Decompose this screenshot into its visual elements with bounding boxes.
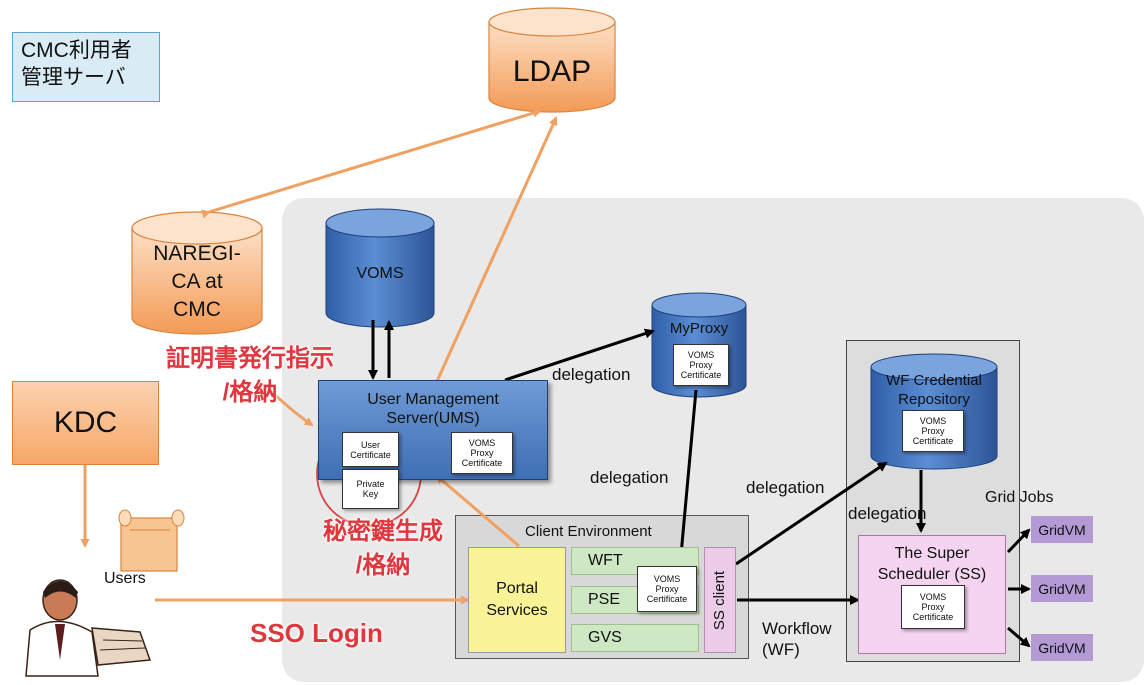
naregi-ca-line1: NAREGI- [153, 242, 241, 265]
gridvm-2: GridVM [1031, 575, 1093, 602]
arrow-client-to-keygen [435, 474, 520, 548]
ums-line2: Server(UMS) [386, 410, 480, 427]
client-proxy-line3: Certificate [646, 594, 688, 604]
portal-services-box: Portal Services [468, 547, 566, 653]
portal-line1: Portal [496, 580, 538, 597]
ums-title: User Management Server(UMS) [319, 390, 547, 428]
workflow-line1: Workflow [762, 619, 832, 638]
ss-voms-proxy-certificate: VOMS Proxy Certificate [901, 585, 965, 629]
naregi-ca-line3: CMC [173, 298, 221, 321]
client-environment-title: Client Environment [525, 523, 652, 540]
ss-client-box: SS client [704, 547, 736, 653]
workflow-label: Workflow (WF) [762, 618, 832, 660]
naregi-ca-label: NAREGI- CA at CMC [132, 240, 262, 324]
ss-proxy-line3: Certificate [912, 612, 954, 622]
wfcr-proxy-line2: Proxy [921, 426, 945, 436]
user-certificate-line2: Certificate [350, 449, 391, 460]
myproxy-proxy-line2: Proxy [689, 360, 713, 370]
delegation-label-ums: delegation [590, 468, 669, 487]
ldap-label: LDAP [512, 55, 592, 88]
myproxy-proxy-line3: Certificate [680, 370, 722, 380]
myproxy-proxy-line1: VOMS [687, 350, 715, 360]
user-person-icon [25, 579, 152, 677]
private-key-gen-line2: /格納 [355, 552, 411, 579]
certificate-issue-annotation: 証明書発行指示 /格納 [140, 342, 360, 410]
arrow-ums-to-myproxy [504, 328, 655, 382]
ldap-database [488, 7, 616, 113]
private-key-generation-annotation: 秘密鍵生成 /格納 [298, 515, 468, 583]
users-scroll-icon [118, 509, 185, 572]
voms-label: VOMS [356, 265, 404, 282]
ss-line2: Scheduler (SS) [877, 566, 987, 583]
client-voms-proxy-certificate: VOMS Proxy Certificate [637, 566, 697, 612]
ums-proxy-line1: VOMS [468, 438, 496, 448]
wf-credential-repository-label: WF Credential Repository [871, 371, 997, 409]
users-label: Users [104, 570, 146, 587]
black-arrows [368, 320, 1031, 648]
delegation-label-myproxy: delegation [552, 365, 631, 384]
wfcr-proxy-line3: Certificate [912, 436, 954, 446]
cmc-box-line1: CMC利用者 [21, 39, 132, 62]
arrow-ss-to-gridvm-3 [1007, 626, 1031, 648]
arrow-ldap-naregi [200, 108, 542, 219]
kdc-label: KDC [53, 406, 118, 439]
cmc-user-management-server-box: CMC利用者 管理サーバ [12, 32, 160, 102]
delegation-label-ssclient: delegation [746, 478, 825, 497]
orange-arrows [80, 108, 558, 605]
user-certificate-line1: User [360, 439, 380, 450]
delegation-label-ss: delegation [848, 504, 927, 523]
arrow-myproxy-to-client [675, 389, 698, 568]
private-key-line2: Key [362, 489, 379, 499]
gridvm-3: GridVM [1031, 634, 1093, 661]
cmc-box-line2: 管理サーバ [21, 66, 126, 89]
user-certificate-document: User Certificate [342, 432, 399, 467]
workflow-line2: (WF) [762, 640, 800, 659]
myproxy-label: MyProxy [669, 319, 729, 337]
client-proxy-line1: VOMS [653, 574, 681, 584]
kdc-box: KDC [12, 381, 159, 465]
client-proxy-line2: Proxy [655, 584, 679, 594]
portal-line2: Services [486, 602, 548, 619]
wfcr-line1: WF Credential [886, 372, 982, 389]
wfcr-voms-proxy-certificate: VOMS Proxy Certificate [902, 410, 964, 452]
ss-line1: The Super [894, 545, 970, 562]
gridvm-1: GridVM [1031, 516, 1093, 543]
private-key-line1: Private [356, 479, 385, 489]
sso-login-annotation: SSO Login [250, 618, 383, 648]
cert-issue-line1: 証明書発行指示 [166, 345, 334, 372]
wfcr-line2: Repository [898, 391, 970, 408]
ss-proxy-line1: VOMS [919, 592, 947, 602]
naregi-ca-database [131, 211, 263, 335]
myproxy-voms-proxy-certificate: VOMS Proxy Certificate [673, 344, 729, 386]
ums-proxy-line2: Proxy [470, 448, 494, 458]
arrow-ss-to-gridvm-1 [1006, 528, 1031, 554]
tool-gvs: GVS [571, 624, 699, 652]
wfcr-proxy-line1: VOMS [919, 416, 947, 426]
ums-voms-proxy-certificate: VOMS Proxy Certificate [451, 432, 513, 474]
ums-proxy-line3: Certificate [461, 458, 503, 468]
grid-jobs-label: Grid Jobs [985, 489, 1054, 506]
cert-issue-line2: /格納 [222, 379, 278, 406]
ss-client-label: SS client [711, 570, 729, 630]
arrow-ldap-ums [431, 116, 558, 388]
private-key-gen-line1: 秘密鍵生成 [323, 518, 443, 545]
arrow-ssclient-to-wfcr [735, 461, 888, 566]
ums-line1: User Management [367, 391, 499, 408]
private-key-document: Private Key [342, 469, 399, 509]
naregi-ca-line2: CA at [171, 270, 223, 293]
arrow-ca-to-ums [263, 383, 314, 427]
ss-title: The Super Scheduler (SS) [859, 536, 1005, 585]
ss-proxy-line2: Proxy [921, 602, 945, 612]
